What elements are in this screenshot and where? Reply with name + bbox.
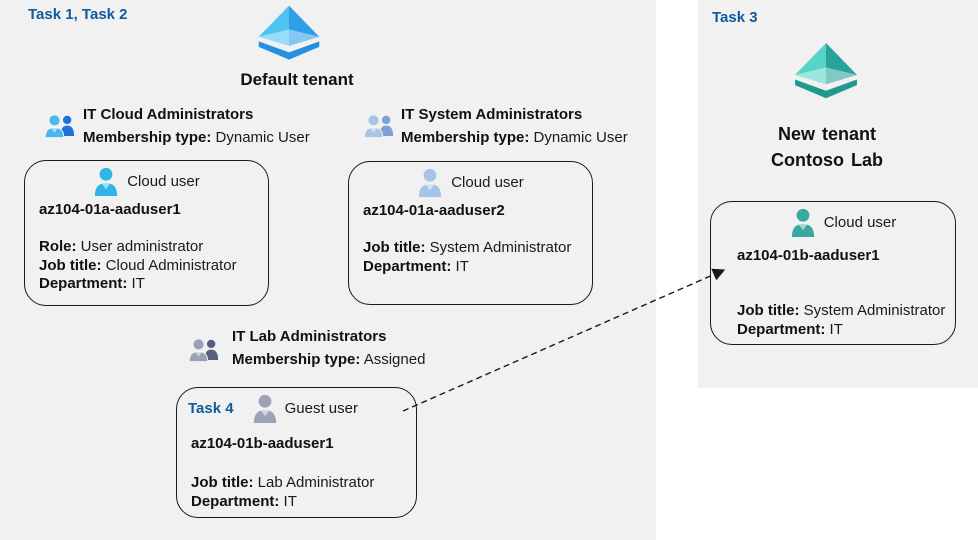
default-tenant-panel bbox=[0, 0, 656, 540]
membership-type-value: Dynamic User bbox=[215, 129, 310, 146]
job-title-label: Job title: bbox=[737, 302, 800, 319]
job-title-value: System Administrator bbox=[803, 302, 946, 319]
group-people-icon bbox=[44, 112, 76, 138]
group-membership-system: Membership type: Dynamic User bbox=[401, 129, 628, 146]
membership-type-label: Membership type: bbox=[401, 129, 530, 146]
new-tenant-user-card: Cloud user az104-01b-aaduser1 Job title:… bbox=[710, 201, 956, 345]
group-name-lab-admins: IT Lab Administrators bbox=[232, 328, 387, 345]
membership-type-value: Dynamic User bbox=[533, 129, 628, 146]
job-title-value: Cloud Administrator bbox=[105, 256, 237, 274]
user-department-row: Department: IT bbox=[737, 321, 929, 340]
group-membership-cloud: Membership type: Dynamic User bbox=[83, 129, 310, 146]
user-properties: Job title: Lab Administrator Department:… bbox=[191, 474, 402, 511]
user-properties: Job title: System Administrator Departme… bbox=[363, 239, 578, 276]
user-type-header: Task 4 Guest user bbox=[177, 393, 416, 423]
department-label: Department: bbox=[737, 320, 826, 338]
user-job-row: Job title: System Administrator bbox=[363, 239, 578, 258]
user-card-aaduser1: Cloud user az104-01a-aaduser1 Role: User… bbox=[24, 160, 269, 306]
user-properties: Job title: System Administrator Departme… bbox=[737, 302, 945, 340]
job-title-label: Job title: bbox=[39, 256, 102, 274]
job-title-value: System Administrator bbox=[429, 239, 572, 256]
user-type-label: Cloud user bbox=[127, 172, 200, 190]
user-type-header: Cloud user bbox=[349, 167, 592, 197]
department-label: Department: bbox=[191, 492, 280, 510]
default-tenant-name: Default tenant bbox=[240, 70, 354, 89]
cloud-user-icon bbox=[93, 167, 119, 196]
user-name: az104-01a-aaduser2 bbox=[363, 202, 505, 219]
department-value: IT bbox=[455, 257, 469, 275]
job-title-value: Lab Administrator bbox=[257, 474, 375, 491]
group-people-icon bbox=[363, 112, 395, 138]
membership-type-label: Membership type: bbox=[232, 351, 361, 368]
role-value: User administrator bbox=[80, 238, 204, 255]
group-name-cloud-admins: IT Cloud Administrators bbox=[83, 106, 254, 123]
user-name: az104-01b-aaduser1 bbox=[191, 435, 334, 452]
group-membership-lab: Membership type: Assigned bbox=[232, 351, 425, 368]
group-name-system-admins: IT System Administrators bbox=[401, 106, 583, 123]
user-name: az104-01b-aaduser1 bbox=[737, 247, 880, 264]
task-4-label: Task 4 bbox=[188, 399, 234, 417]
cloud-user-icon bbox=[790, 208, 816, 237]
department-value: IT bbox=[829, 320, 843, 338]
user-job-row: Job title: Lab Administrator bbox=[191, 474, 402, 493]
user-role-row: Role: User administrator bbox=[39, 238, 254, 257]
new-tenant-name-line1: New tenant bbox=[777, 124, 876, 144]
new-tenant-name-line2: Contoso Lab bbox=[771, 150, 883, 170]
job-title-label: Job title: bbox=[191, 474, 254, 491]
user-type-label: Guest user bbox=[284, 399, 358, 417]
user-job-row: Job title: Cloud Administrator bbox=[39, 257, 254, 276]
membership-type-value: Assigned bbox=[363, 351, 426, 368]
user-type-header: Cloud user bbox=[25, 166, 268, 196]
guest-user-icon bbox=[252, 394, 278, 423]
department-value: IT bbox=[283, 492, 297, 510]
default-tenant-azure-ad-icon bbox=[256, 4, 322, 64]
user-job-row: Job title: System Administrator bbox=[737, 302, 945, 321]
membership-type-label: Membership type: bbox=[83, 129, 212, 146]
new-tenant-azure-ad-icon bbox=[791, 42, 861, 102]
task-1-2-label: Task 1, Task 2 bbox=[28, 6, 128, 23]
role-label: Role: bbox=[39, 238, 77, 255]
user-department-row: Department: IT bbox=[191, 493, 402, 512]
user-type-label: Cloud user bbox=[451, 173, 524, 191]
user-card-aaduser2: Cloud user az104-01a-aaduser2 Job title:… bbox=[348, 161, 593, 305]
user-type-label: Cloud user bbox=[823, 213, 897, 231]
user-properties: Role: User administrator Job title: Clou… bbox=[39, 238, 254, 294]
task-3-label: Task 3 bbox=[712, 9, 758, 26]
cloud-user-icon bbox=[417, 168, 443, 197]
department-label: Department: bbox=[363, 257, 452, 275]
group-people-icon bbox=[188, 336, 220, 362]
user-department-row: Department: IT bbox=[363, 258, 578, 277]
department-label: Department: bbox=[39, 275, 128, 292]
user-department-row: Department: IT bbox=[39, 275, 254, 294]
user-type-header: Cloud user bbox=[711, 207, 955, 237]
department-value: IT bbox=[131, 275, 145, 292]
job-title-label: Job title: bbox=[363, 239, 426, 256]
user-name: az104-01a-aaduser1 bbox=[39, 201, 181, 218]
guest-user-card: Task 4 Guest user az104-01b-aaduser1 Job… bbox=[176, 387, 417, 518]
